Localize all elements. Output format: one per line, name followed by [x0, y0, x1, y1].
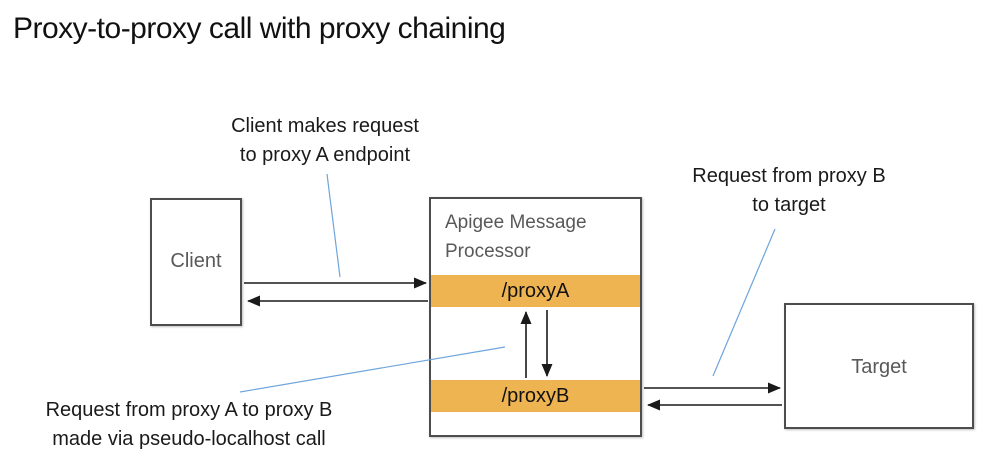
leader-request-to-target — [712, 228, 776, 377]
annotation-client-request: Client makes request to proxy A endpoint — [231, 115, 419, 166]
proxy-a-endpoint-bar: /proxyA — [431, 275, 640, 307]
client-node-label: Client — [170, 250, 222, 272]
message-processor-title: Apigee Message Processor — [445, 212, 587, 262]
target-node: Target — [784, 303, 974, 429]
proxy-b-endpoint-bar: /proxyB — [431, 380, 640, 412]
leader-client-request — [326, 173, 341, 278]
diagram-title: Proxy-to-proxy call with proxy chaining — [13, 12, 506, 45]
target-node-label: Target — [851, 356, 907, 378]
annotation-pseudo-localhost: Request from proxy A to proxy B made via… — [45, 399, 333, 450]
client-node: Client — [150, 198, 242, 326]
annotation-request-to-target: Request from proxy B to target — [692, 165, 886, 216]
message-processor-node: Apigee Message Processor /proxyA /proxyB — [429, 197, 642, 437]
